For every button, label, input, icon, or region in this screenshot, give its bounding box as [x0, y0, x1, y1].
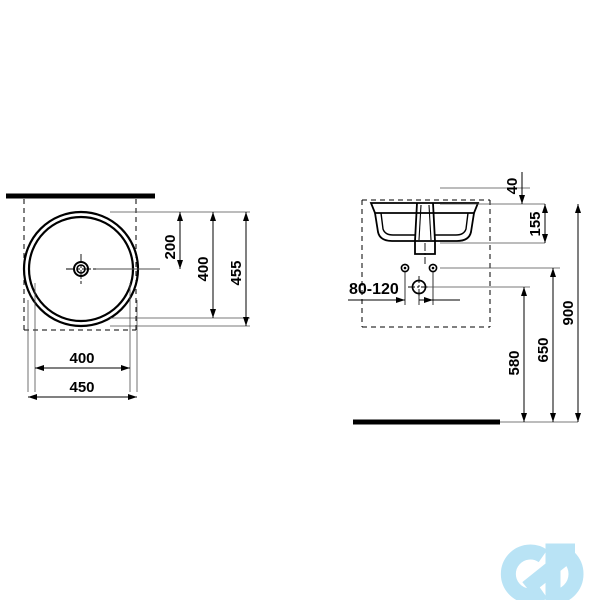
dim-400v-arrow-top [210, 212, 216, 221]
dim-900-label: 900 [560, 300, 577, 325]
dim-455-label: 455 [228, 260, 245, 285]
basin-bowl-outline [374, 212, 475, 242]
cd-logo-watermark [500, 543, 584, 600]
plan-drain-center [66, 254, 96, 284]
dim-450-label: 450 [69, 379, 94, 396]
dimension-155: 155 [527, 204, 548, 243]
basin-inner-right [434, 212, 469, 236]
dim-450-arrow-right [128, 394, 137, 400]
dim-200-label: 200 [162, 234, 179, 259]
dimension-plan-400-vertical: 400 [195, 212, 216, 318]
tap-hole-right-outer [428, 263, 438, 273]
dimension-650: 650 [535, 268, 556, 422]
dim-200-arrow-top [177, 212, 183, 221]
dim-80120-label: 80-120 [349, 281, 399, 298]
dimension-plan-455: 455 [228, 212, 249, 326]
dimension-80-120: 80-120 [348, 281, 460, 303]
dim-580-arrow-bottom [521, 413, 527, 422]
dim-455-arrow-top [243, 212, 249, 221]
dim-650-arrow-bottom [550, 413, 556, 422]
dim-80120-arrow-a [396, 297, 405, 303]
dim-580-label: 580 [506, 350, 523, 375]
dimension-900: 900 [560, 204, 581, 422]
dim-155-arrow-top [542, 204, 548, 213]
dim-580-arrow-top [521, 287, 527, 296]
dim-900-arrow-top [575, 204, 581, 213]
elevation-view: 80-120 40 155 580 [348, 172, 581, 425]
basin-column-line-b [428, 204, 432, 241]
dim-400v-label: 400 [195, 256, 212, 281]
dim-80120-arrow-b [424, 297, 433, 303]
dim-900-arrow-bottom [575, 413, 581, 422]
dim-400h-arrow-right [121, 365, 130, 371]
dim-155-arrow-bottom [542, 234, 548, 243]
dimension-40: 40 [504, 172, 525, 204]
basin-column-line-a [418, 204, 422, 241]
dimension-580: 580 [506, 287, 527, 422]
dim-40-label: 40 [504, 178, 521, 195]
dim-650-arrow-top [550, 268, 556, 277]
tap-hole-right [428, 263, 438, 273]
tap-hole-left [400, 263, 410, 273]
dim-400h-label: 400 [69, 350, 94, 367]
watermark-connector [522, 550, 572, 594]
watermark-c-arc [500, 544, 548, 600]
dim-450-arrow-left [28, 394, 37, 400]
tap-hole-left-outer [400, 263, 410, 273]
basin-profile [369, 202, 480, 264]
dim-455-arrow-bottom [243, 317, 249, 326]
tap-hole-left-inner [403, 266, 407, 270]
dim-650-label: 650 [535, 337, 552, 362]
dim-200-arrow-bottom [177, 260, 183, 269]
dim-400v-arrow-bottom [210, 309, 216, 318]
tap-hole-right-inner [431, 266, 435, 270]
dimension-plan-200: 200 [162, 212, 183, 269]
dimension-plan-450: 450 [28, 379, 137, 400]
dimension-plan-400-horizontal: 400 [35, 350, 130, 371]
dim-400h-arrow-left [35, 365, 44, 371]
plan-view: 200 400 455 400 [6, 193, 250, 400]
dim-155-label: 155 [527, 211, 544, 236]
basin-inner-left [380, 212, 415, 236]
